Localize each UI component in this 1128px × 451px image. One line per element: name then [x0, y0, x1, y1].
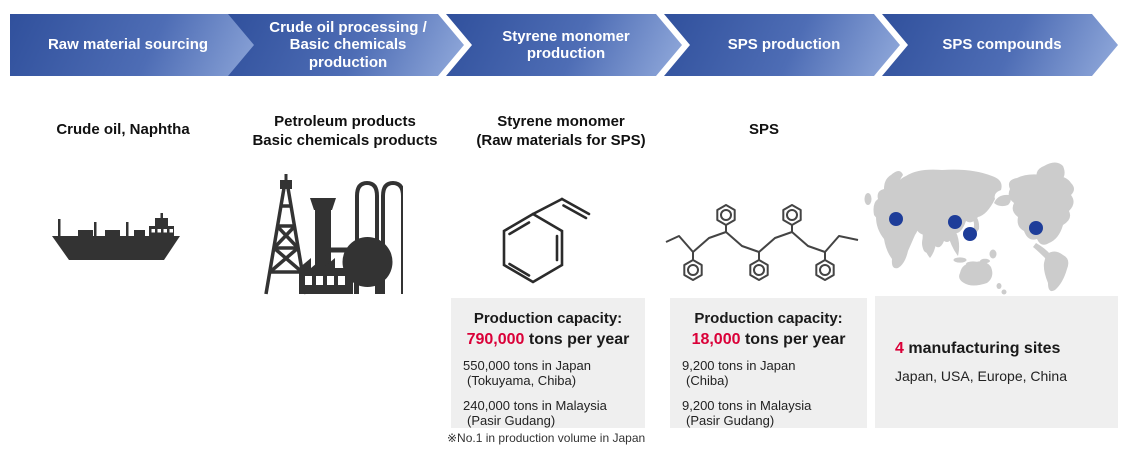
capacity-highlight: 790,000 — [466, 331, 525, 348]
capacity-detail-malaysia: 9,200 tons in Malaysia (Pasir Gudang) — [682, 397, 812, 428]
capacity-value-line: 18,000 tons per year — [670, 331, 867, 349]
sps-polymer-structure-icon — [662, 196, 870, 301]
world-map-icon — [860, 155, 1105, 300]
oil-refinery-icon — [253, 172, 405, 303]
sites-regions: Japan, USA, Europe, China — [895, 368, 1067, 384]
process-step-crude-oil-processing: Crude oil processing / Basic chemicals p… — [228, 14, 464, 76]
capacity-title: Production capacity: — [694, 310, 843, 327]
caption-crude-oil-naphtha: Crude oil, Naphtha — [56, 121, 190, 138]
capacity-box-sps: Production capacity: 18,000 tons per yea… — [670, 298, 867, 428]
capacity-value-line: 790,000 tons per year — [451, 331, 645, 349]
process-step-raw-material-sourcing: Raw material sourcing — [10, 14, 268, 76]
site-marker-china — [948, 215, 962, 229]
capacity-detail-japan: 550,000 tons in Japan (Tokuyama, Chiba) — [463, 358, 591, 388]
sites-count-line: 4 manufacturing sites — [895, 340, 1118, 358]
sites-label: manufacturing sites — [903, 340, 1061, 357]
process-step-styrene-monomer-production: Styrene monomer production — [446, 14, 682, 76]
caption-sps: SPS — [748, 121, 779, 138]
capacity-detail-japan: 9,200 tons in Japan (Chiba) — [682, 358, 796, 388]
capacity-highlight: 18,000 — [691, 331, 741, 348]
tanker-ship-icon — [50, 213, 182, 270]
capacity-detail-malaysia: 240,000 tons in Malaysia (Pasir Gudang) — [463, 397, 607, 428]
capacity-unit: tons per year — [524, 331, 630, 348]
caption-styrene-monomer: Styrene monomer (Raw materials for SPS) — [476, 113, 646, 149]
footnote: ※No.1 in production volume in Japan — [447, 431, 646, 445]
styrene-structure-icon — [488, 193, 616, 300]
site-marker-europe — [889, 212, 903, 226]
capacity-box-styrene-monomer: Production capacity: 790,000 tons per ye… — [451, 298, 645, 428]
site-marker-usa — [1029, 221, 1043, 235]
process-step-sps-production: SPS production — [664, 14, 900, 76]
process-step-label: Raw material sourcing — [47, 36, 209, 54]
manufacturing-sites-box: 4 manufacturing sites Japan, USA, Europe… — [875, 296, 1118, 428]
process-step-label: Styrene monomer production — [502, 27, 630, 62]
process-step-sps-compounds: SPS compounds — [882, 14, 1118, 76]
process-step-label: SPS production — [727, 36, 841, 54]
sites-count: 4 — [895, 340, 904, 357]
capacity-unit: tons per year — [740, 331, 846, 348]
process-step-label: SPS compounds — [942, 36, 1062, 54]
site-marker-japan — [963, 227, 977, 241]
caption-petroleum-products: Petroleum products Basic chemicals produ… — [252, 113, 438, 149]
capacity-title: Production capacity: — [473, 310, 623, 327]
process-step-label: Crude oil processing / Basic chemicals p… — [269, 19, 427, 71]
